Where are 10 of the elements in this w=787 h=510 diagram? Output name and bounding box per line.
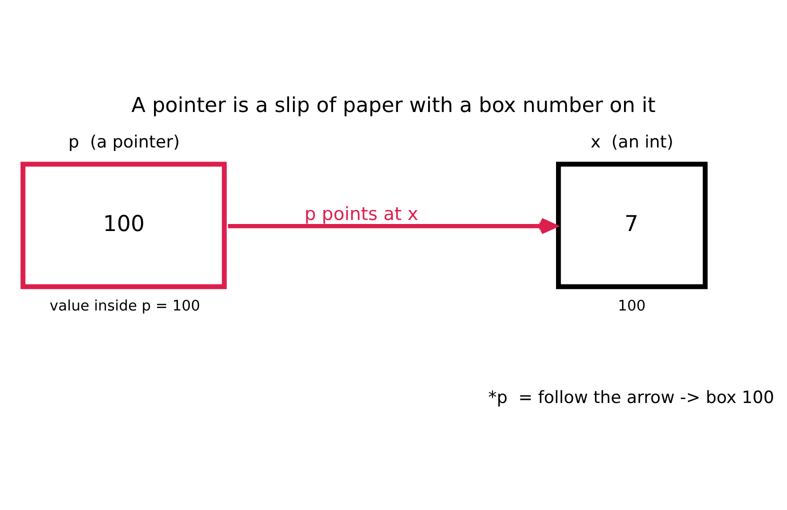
node-label: p (a pointer) <box>68 132 180 152</box>
node-label: 100 <box>618 297 646 314</box>
edge-label: p points at x <box>304 204 418 225</box>
node-label: value inside p = 100 <box>50 297 200 314</box>
node-box: 7 <box>556 161 708 289</box>
arrow <box>228 217 557 234</box>
diagram-title: A pointer is a slip of paper with a box number on it <box>131 92 656 117</box>
node-label: x (an int) <box>590 132 674 152</box>
node-box: 100 <box>20 161 227 289</box>
label: *p = follow the arrow -> box 100 <box>488 387 774 408</box>
